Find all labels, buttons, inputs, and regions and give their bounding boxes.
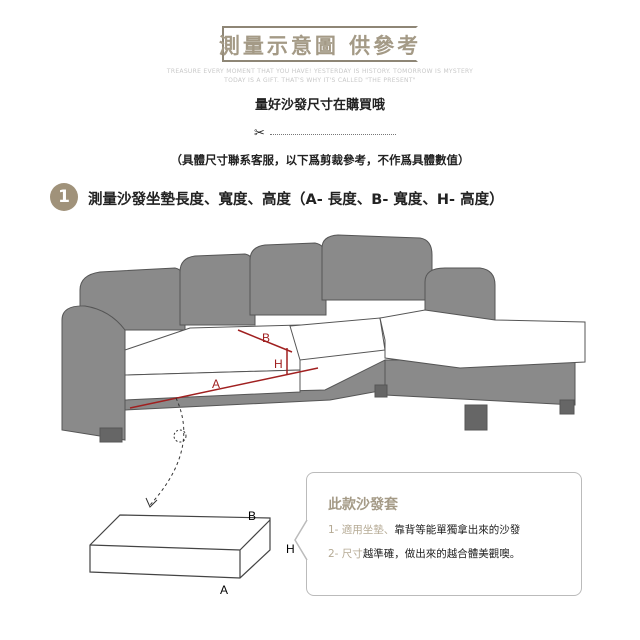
title-frame xyxy=(222,26,418,62)
note: （具體尺寸聯系客服，以下爲剪裁參考，不作爲具體數值） xyxy=(170,153,470,167)
cushion-label-a: A xyxy=(220,583,228,597)
info-line-1-text: 靠背等能單獨拿出來的沙發 xyxy=(394,524,521,536)
cushion-label-h: H xyxy=(286,542,295,556)
subtitle: 量好沙發尺寸在購買哦 xyxy=(254,98,385,113)
page-title: 測量示意圖 供參考 xyxy=(218,34,422,58)
info-line-2-text: 越準確，做出來的越合體美觀噢。 xyxy=(362,548,521,560)
info-bubble xyxy=(306,472,582,596)
scissors-icon: ✂ xyxy=(254,126,265,141)
label-a: A xyxy=(212,377,220,391)
cushion-illustration xyxy=(89,514,271,579)
step-number-badge: 1 xyxy=(50,183,78,211)
dashed-arrow xyxy=(149,397,185,506)
info-line-1-prefix: 1- 適用坐墊、 xyxy=(328,524,395,536)
motto-line-2: TODAY IS A GIFT. THAT'S WHY IT'S CALLED … xyxy=(224,77,416,84)
bubble-pointer xyxy=(294,520,308,560)
label-b: B xyxy=(262,331,270,345)
info-line-2: 2- 尺寸越準確，做出來的越合體美觀噢。 xyxy=(328,546,520,561)
step-text: 測量沙發坐墊長度、寬度、高度（A- 長度、B- 寬度、H- 高度） xyxy=(88,192,504,208)
cut-line xyxy=(270,134,396,135)
label-h: H xyxy=(274,357,283,371)
cushion-label-b: B xyxy=(248,509,256,523)
info-title: 此款沙發套 xyxy=(328,497,398,513)
info-line-1: 1- 適用坐墊、靠背等能單獨拿出來的沙發 xyxy=(328,522,520,537)
measure-lines xyxy=(129,329,319,409)
info-line-2-prefix: 2- 尺寸 xyxy=(328,548,363,560)
motto-line-1: TREASURE EVERY MOMENT THAT YOU HAVE! YES… xyxy=(166,68,474,75)
